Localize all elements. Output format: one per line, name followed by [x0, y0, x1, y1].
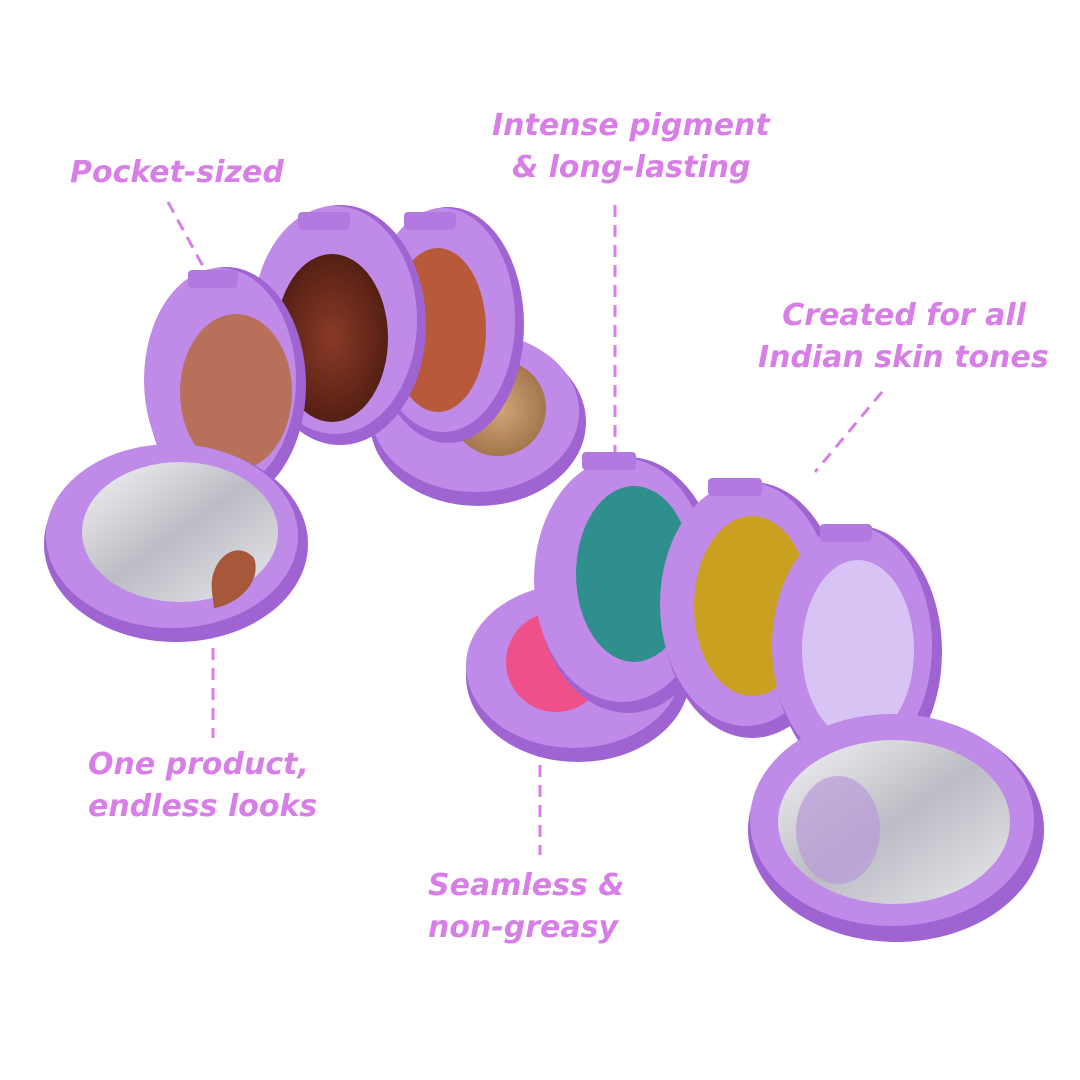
callout-one-product: One product, endless looks: [88, 744, 317, 828]
callout-intense-pigment: Intense pigment & long-lasting: [492, 105, 770, 189]
callout-pocket-sized: Pocket-sized: [70, 152, 284, 194]
line-created-for-all: [813, 391, 884, 473]
callout-intense-line-2: & long-lasting: [512, 150, 751, 185]
callout-pocket-sized-text: Pocket-sized: [70, 155, 284, 190]
callout-one-product-line-1: One product,: [88, 747, 309, 782]
callout-seamless-line-1: Seamless &: [428, 868, 625, 903]
callout-intense-line-1: Intense pigment: [492, 108, 770, 143]
callout-seamless: Seamless & non-greasy: [428, 865, 624, 949]
callout-created-for-all: Created for all Indian skin tones: [758, 295, 1049, 379]
callout-seamless-line-2: non-greasy: [428, 910, 619, 945]
tier-bronze: [144, 267, 306, 503]
callout-created-line-2: Indian skin tones: [758, 340, 1049, 375]
callout-created-line-1: Created for all: [782, 298, 1026, 333]
left-mirror-base: [44, 444, 308, 642]
right-compact-stack: [466, 452, 1044, 942]
left-compact-stack: [44, 205, 586, 642]
right-mirror-base: [748, 714, 1044, 942]
callout-one-product-line-2: endless looks: [88, 789, 318, 824]
line-pocket-sized: [166, 201, 207, 271]
